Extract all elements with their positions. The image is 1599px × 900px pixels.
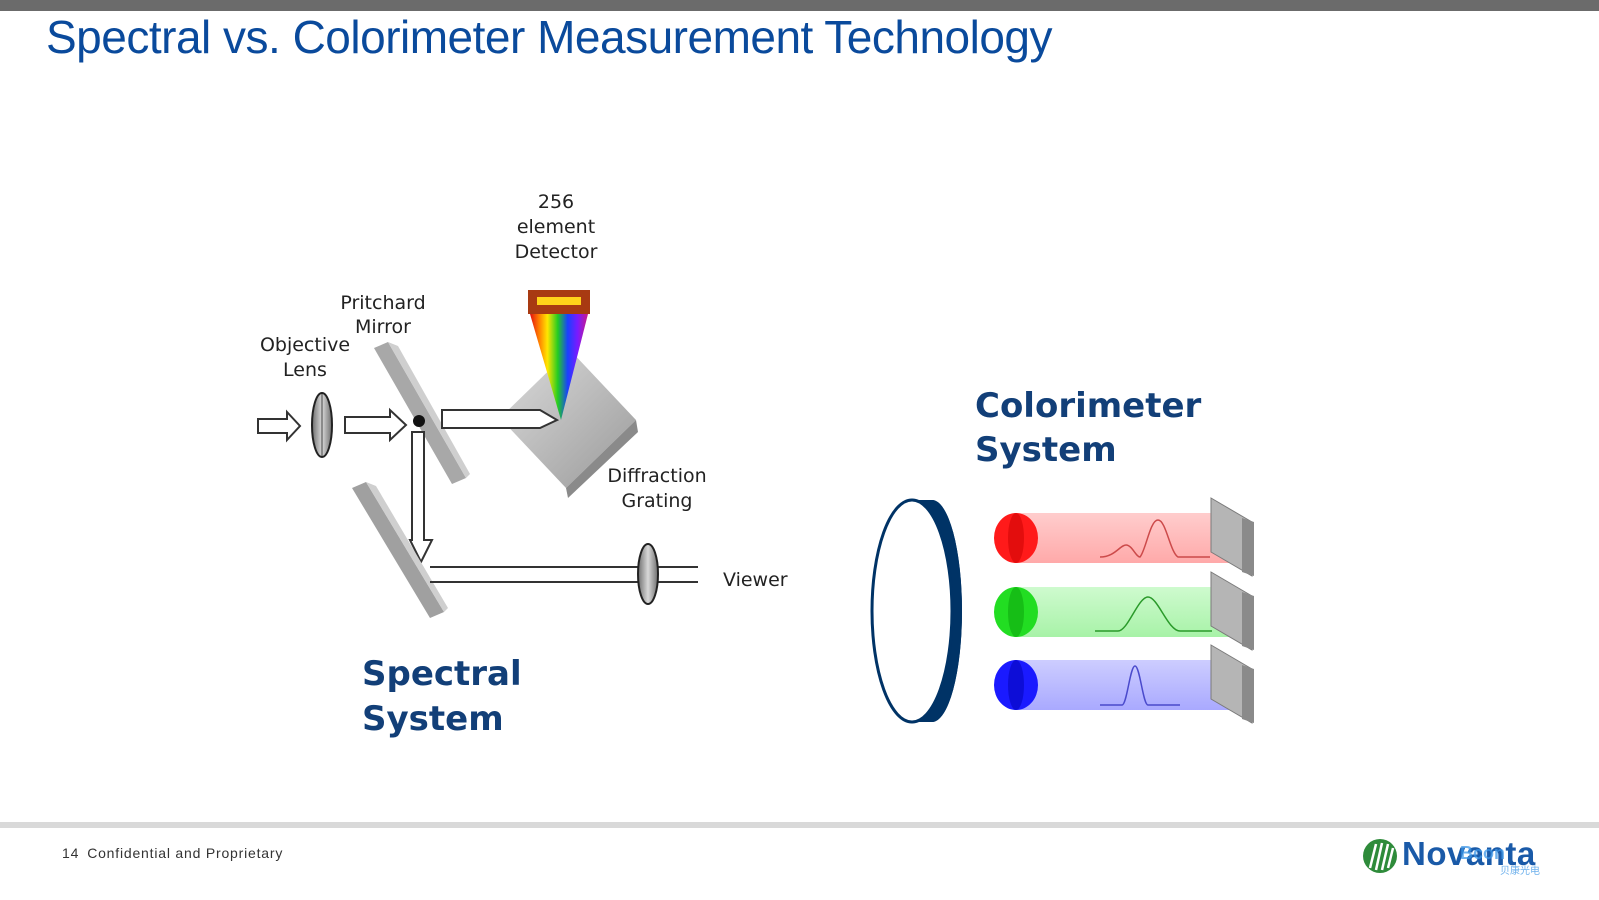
mirror-input-arrow (344, 407, 408, 443)
page-number: 14 (62, 845, 80, 861)
input-arrow (257, 409, 302, 443)
viewer-lens (637, 543, 659, 605)
red-channel (994, 497, 1254, 577)
spectral-caption-line2: System (362, 699, 504, 739)
footer-divider (0, 822, 1599, 828)
blue-channel (994, 644, 1254, 724)
novanta-logo: Novanta (1360, 835, 1560, 879)
logo-text: Novanta (1402, 835, 1536, 872)
watermark-sub: 贝康光电 (1500, 866, 1540, 877)
detector (528, 290, 590, 420)
second-mirror (352, 482, 448, 618)
mirror-label-line2: Mirror (355, 316, 411, 338)
grating-label-line2: Grating (621, 490, 692, 512)
colorimeter-caption-line1: Colorimeter (975, 386, 1202, 426)
footer-label: 14 Confidential and Proprietary (62, 845, 283, 861)
colorimeter-system-diagram: Colorimeter System (870, 386, 1254, 724)
diagram-canvas: 256 element Detector Pritchard Mirror Ob… (257, 191, 1254, 739)
novanta-stripes-icon (1363, 839, 1397, 873)
lens-label-line2: Lens (283, 359, 327, 381)
pritchard-mirror (374, 342, 470, 484)
detector-label-line1: 256 (538, 191, 574, 213)
colorimeter-caption-line2: System (975, 430, 1117, 470)
diffraction-grating (500, 350, 638, 498)
green-channel (994, 571, 1254, 651)
colorimeter-lens (870, 498, 962, 724)
mirror-label-line1: Pritchard (340, 292, 425, 314)
spectral-caption-line1: Spectral (362, 654, 522, 694)
top-bar (0, 0, 1599, 11)
slide-title: Spectral vs. Colorimeter Measurement Tec… (46, 11, 1053, 63)
objective-lens (311, 392, 333, 458)
down-beam (408, 431, 434, 565)
viewer-label: Viewer (723, 569, 788, 591)
grating-beam (441, 409, 560, 429)
detector-label-line3: Detector (515, 241, 598, 263)
confidential-label: Confidential and Proprietary (87, 845, 284, 861)
grating-label-line1: Diffraction (607, 465, 706, 487)
lens-label-line1: Objective (260, 334, 350, 356)
watermark: Bcon (1460, 843, 1505, 863)
spectral-system-diagram: 256 element Detector Pritchard Mirror Ob… (257, 191, 788, 739)
detector-label-line2: element (517, 216, 595, 238)
